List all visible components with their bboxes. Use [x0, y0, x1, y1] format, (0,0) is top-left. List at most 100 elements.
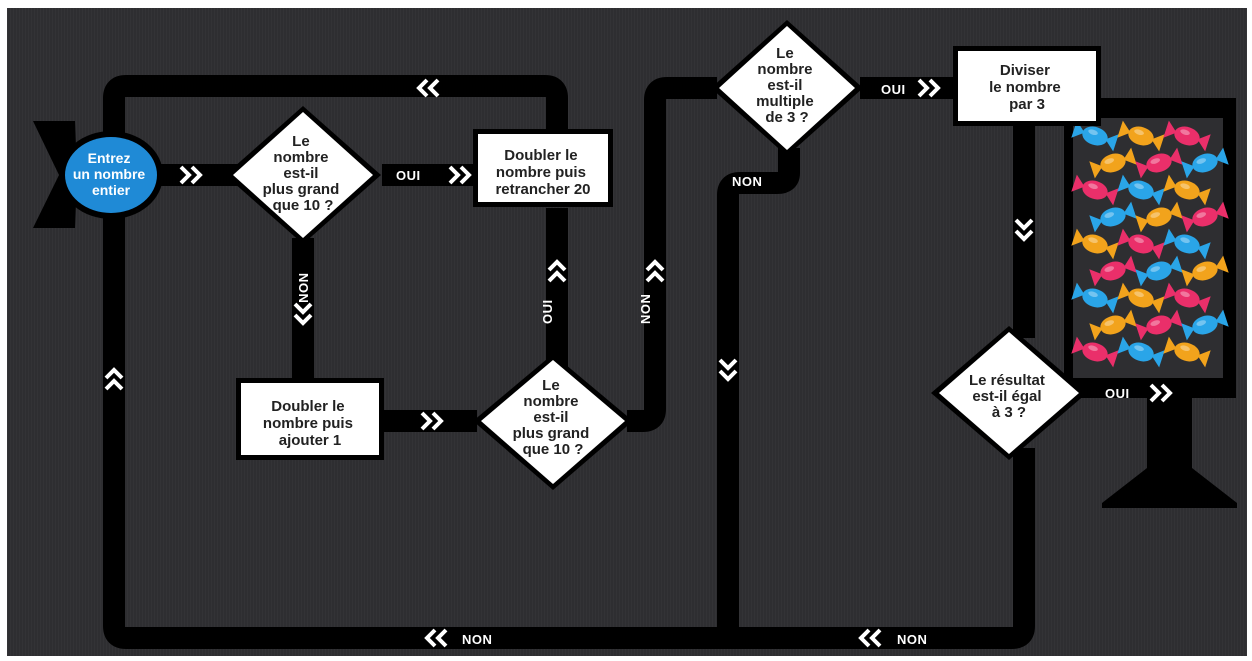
label-non-bottom-1: NON: [462, 632, 492, 647]
label-non-3: NON: [732, 174, 762, 189]
decision4-line-3: à 3 ?: [992, 404, 1026, 421]
candy: [1163, 336, 1211, 368]
candy: [1117, 120, 1165, 152]
chevron-right-oui-4: [1149, 383, 1173, 403]
process2-line-1: Doubler le: [271, 398, 344, 415]
decision-multiple-of-3: Le nombre est-il multiple de 3 ?: [711, 20, 863, 156]
candy: [1163, 174, 1211, 206]
chevron-up-left: [104, 367, 124, 391]
candy-pile: [1071, 120, 1229, 368]
decision-greater-than-10-bottom: Le nombre est-il plus grand que 10 ?: [473, 354, 633, 490]
process1-line-1: Doubler le: [504, 147, 577, 164]
label-non-2: NON: [638, 294, 653, 324]
process3-line-1: Diviser: [1000, 62, 1050, 79]
process3-line-2: le nombre: [989, 79, 1061, 96]
track-non-2: [627, 77, 717, 432]
decision2-line-4: plus grand: [513, 425, 590, 442]
candy: [1071, 228, 1119, 260]
candy: [1117, 228, 1165, 260]
decision2-line-1: Le: [542, 377, 560, 394]
decision4-line-1: Le résultat: [969, 372, 1045, 389]
chevron-left-top: [416, 78, 440, 98]
decision3-line-4: multiple: [756, 93, 814, 110]
candy: [1071, 336, 1119, 368]
chevron-right-oui-3: [917, 78, 941, 98]
svg-text:Le nombre est-il: Le nombre est-il plus grand que 10 ?: [263, 133, 344, 214]
tracks: [103, 75, 1035, 649]
decision2-line-5: que 10 ?: [523, 441, 584, 458]
start-line-3: entier: [92, 182, 131, 198]
candy: [1117, 174, 1165, 206]
candy: [1163, 282, 1211, 314]
decision3-line-1: Le: [776, 45, 794, 62]
candy: [1181, 201, 1229, 233]
chevron-down-non-3: [718, 358, 738, 382]
process2-line-3: ajouter 1: [279, 432, 342, 449]
start-line-2: un nombre: [73, 166, 146, 182]
candy: [1089, 309, 1137, 341]
start-arrow-back: [33, 121, 77, 228]
candy: [1089, 255, 1137, 287]
start-line-1: Entrez: [88, 150, 131, 166]
candy: [1181, 147, 1229, 179]
svg-text:Le nombre est-il: Le nombre est-il plus grand que 10 ?: [513, 377, 594, 458]
candy: [1135, 309, 1183, 341]
candy: [1071, 120, 1119, 152]
decision2-line-3: est-il: [533, 409, 568, 426]
chevron-right-p2-d2: [420, 411, 444, 431]
flowchart-board: Entrez un nombre entier Le nombre est-il…: [7, 8, 1247, 656]
candy: [1089, 147, 1137, 179]
process-double-plus-1: Doubler le nombre puis ajouter 1: [236, 378, 384, 460]
decision3-line-5: de 3 ?: [765, 109, 808, 126]
candy: [1071, 282, 1119, 314]
label-oui-1: OUI: [396, 168, 421, 183]
candy: [1163, 120, 1211, 152]
candy-machine-stand: [1102, 398, 1237, 508]
start-text: Entrez un nombre entier: [73, 150, 149, 198]
svg-text:Le résultat est-il égal: Le résultat est-il égal à 3 ?: [969, 372, 1049, 421]
start-node: Entrez un nombre entier: [33, 121, 163, 228]
decision3-line-3: est-il: [767, 77, 802, 94]
label-oui-2: OUI: [540, 299, 555, 324]
candy: [1071, 174, 1119, 206]
candy: [1135, 147, 1183, 179]
process3-line-3: par 3: [1009, 96, 1045, 113]
candy: [1135, 201, 1183, 233]
label-oui-3: OUI: [881, 82, 906, 97]
process1-line-2: nombre puis: [496, 164, 586, 181]
chevron-up-oui-2: [547, 259, 567, 283]
decision1-line-3: est-il: [283, 165, 318, 182]
decision1-line-5: que 10 ?: [273, 197, 334, 214]
flowchart-canvas: Entrez un nombre entier Le nombre est-il…: [33, 20, 1237, 649]
chevron-right-input: [179, 165, 203, 185]
process2-line-2: nombre puis: [263, 415, 353, 432]
chevron-left-bottom-2: [858, 628, 882, 648]
svg-text:Le nombre est-il: Le nombre est-il multiple de 3 ?: [756, 45, 818, 126]
decision1-line-4: plus grand: [263, 181, 340, 198]
label-oui-4: OUI: [1105, 386, 1130, 401]
process-double-minus-20: Doubler le nombre puis retrancher 20: [473, 129, 613, 207]
label-non-bottom-2: NON: [897, 632, 927, 647]
chevron-down-divide: [1014, 218, 1034, 242]
track-left-return: [103, 173, 1035, 649]
decision-greater-than-10-top: Le nombre est-il plus grand que 10 ?: [225, 106, 381, 244]
candy: [1089, 201, 1137, 233]
candy: [1117, 336, 1165, 368]
svg-text:Doubler le nombre puis: Doubler le nombre puis retrancher 20: [495, 147, 590, 198]
candy-machine: [1064, 98, 1237, 508]
chevron-right-oui-1: [448, 165, 472, 185]
decision3-line-2: nombre: [757, 61, 812, 78]
track-top-loop: [103, 75, 568, 173]
decision4-line-2: est-il égal: [972, 388, 1041, 405]
chevron-left-bottom-1: [424, 628, 448, 648]
candy: [1181, 309, 1229, 341]
chevron-up-non-2: [645, 259, 665, 283]
candy: [1117, 282, 1165, 314]
chevron-down-non-1: [293, 302, 313, 326]
chevrons: [104, 78, 1173, 648]
process1-line-3: retrancher 20: [495, 181, 590, 198]
track-non-3: [717, 148, 800, 638]
process-divide-by-3: Diviser le nombre par 3: [953, 46, 1101, 126]
candy: [1135, 255, 1183, 287]
candy: [1163, 228, 1211, 260]
